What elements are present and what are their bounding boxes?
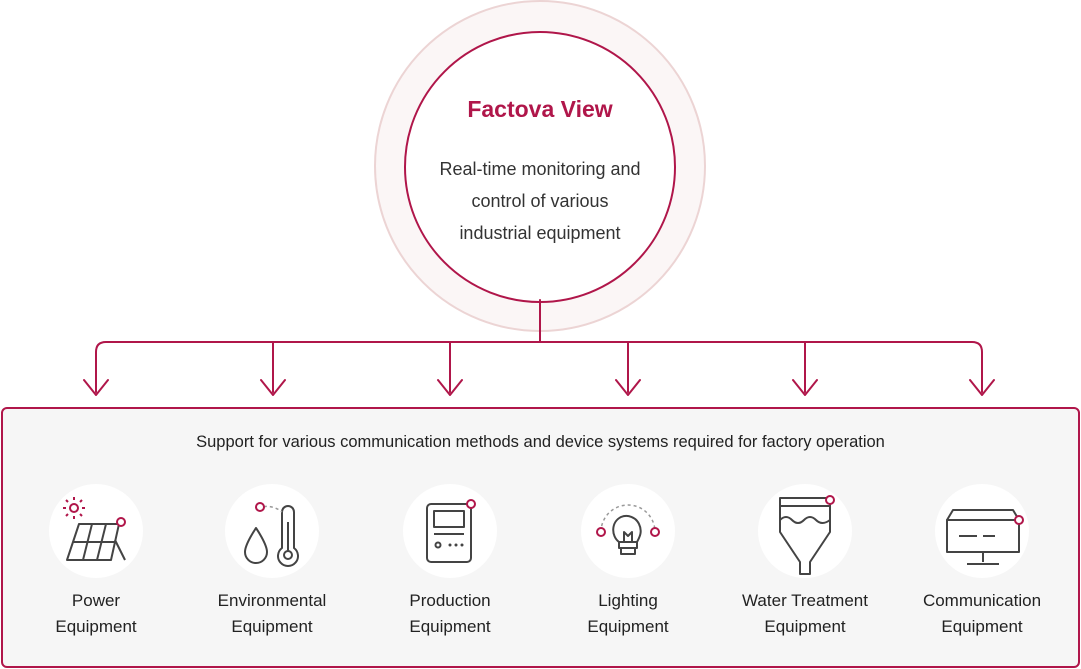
arrowhead	[969, 379, 995, 396]
equipment-label: Production Equipment	[365, 588, 535, 640]
equipment-name: Water Treatment	[742, 591, 868, 610]
equipment-name: Power	[71, 591, 121, 610]
production-device-icon	[426, 499, 476, 563]
equipment-suffix: Equipment	[231, 617, 313, 636]
equipment-suffix: Equipment	[764, 617, 846, 636]
hub-description: Real-time monitoring and control of vari…	[414, 153, 666, 249]
equipment-label: Environmental Equipment	[187, 588, 357, 640]
equipment-suffix: Equipment	[587, 617, 669, 636]
panel-heading: Support for various communication method…	[196, 433, 885, 451]
hub-description-line: control of various	[471, 191, 609, 211]
equipment-name: Lighting	[598, 591, 658, 610]
droplet-thermometer-icon	[244, 502, 299, 567]
hub-description-line: Real-time monitoring and	[439, 159, 641, 179]
equipment-icon-circle	[49, 484, 143, 578]
equipment-suffix: Equipment	[55, 617, 137, 636]
equipment-icon-circle	[225, 484, 319, 578]
equipment-icon-circle	[758, 484, 852, 578]
equipment-name: Environmental	[217, 591, 327, 610]
hub-title: Factova View	[467, 96, 613, 122]
equipment-name: Communication	[922, 591, 1042, 610]
equipment-icon-circle	[403, 484, 497, 578]
connector-bar	[95, 341, 983, 393]
equipment-label: Power Equipment	[11, 588, 181, 640]
equipment-name: Production	[409, 591, 491, 610]
communication-device-icon	[946, 509, 1024, 565]
hub-circle	[404, 31, 676, 303]
water-tank-icon	[779, 495, 835, 575]
equipment-icon-circle	[935, 484, 1029, 578]
solar-panel-icon	[63, 497, 126, 561]
equipment-panel	[1, 407, 1080, 668]
arrowhead	[792, 379, 818, 396]
equipment-icon-circle	[581, 484, 675, 578]
equipment-suffix: Equipment	[941, 617, 1023, 636]
arrowhead	[83, 379, 109, 396]
arrowhead	[615, 379, 641, 396]
light-bulb-icon	[596, 504, 660, 555]
equipment-label: Communication Equipment	[897, 588, 1067, 640]
hub-description-line: industrial equipment	[459, 223, 621, 243]
arrowhead	[437, 379, 463, 396]
equipment-label: Water Treatment Equipment	[720, 588, 890, 640]
equipment-label: Lighting Equipment	[543, 588, 713, 640]
equipment-suffix: Equipment	[409, 617, 491, 636]
arrowhead	[260, 379, 286, 396]
